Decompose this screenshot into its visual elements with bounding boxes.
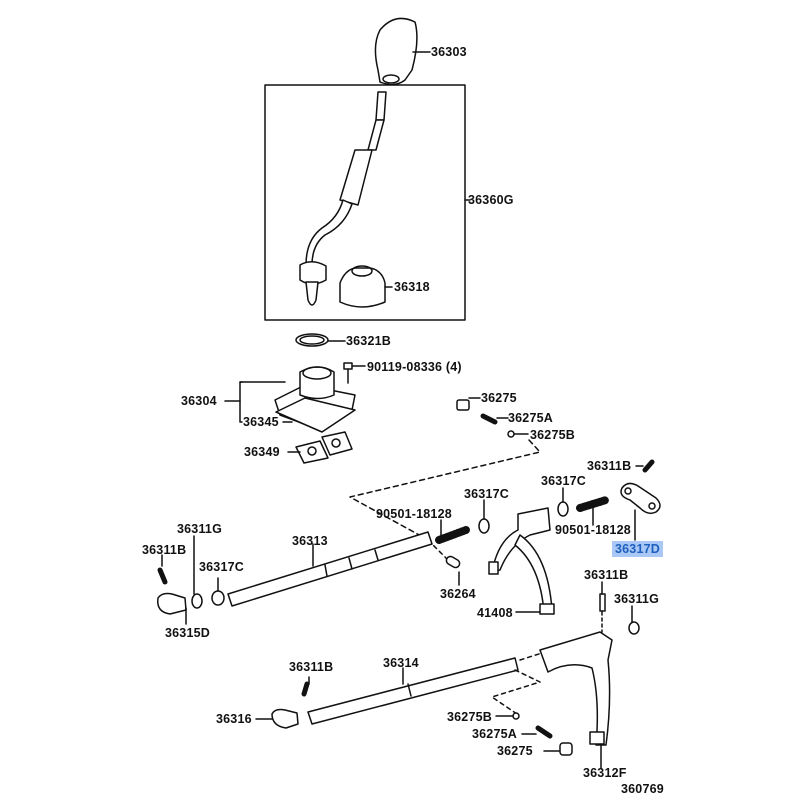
lever-springs[interactable] [295, 431, 353, 464]
pin-36311B-bottom[interactable] [301, 681, 310, 697]
label-36311B-left[interactable]: 36311B [142, 543, 187, 557]
label-36349[interactable]: 36349 [244, 445, 280, 459]
plug-36275-top[interactable] [456, 399, 470, 411]
bolt-90119[interactable] [343, 362, 353, 384]
label-36275-bottom[interactable]: 36275 [497, 744, 533, 758]
washer-36317C-right[interactable] [557, 501, 569, 517]
illustration-id: 360769 [621, 782, 664, 796]
dashed-guide-upper [349, 439, 541, 543]
snap-ring[interactable] [295, 333, 329, 347]
pin-36311B-left[interactable] [157, 567, 168, 585]
spring-90501-left[interactable] [435, 526, 470, 544]
label-36311B-right[interactable]: 36311B [584, 568, 629, 582]
bracket-36304 [239, 381, 243, 423]
label-36304[interactable]: 36304 [181, 394, 217, 408]
label-36318[interactable]: 36318 [394, 280, 430, 294]
label-41408[interactable]: 41408 [477, 606, 513, 620]
lever-seat-cap[interactable] [339, 265, 386, 308]
washer-36317C-left[interactable] [211, 590, 225, 606]
label-36315D[interactable]: 36315D [165, 626, 210, 640]
label-36275A-top[interactable]: 36275A [508, 411, 553, 425]
label-90119-08336[interactable]: 90119-08336 (4) [367, 360, 462, 374]
shift-shaft-36313[interactable] [227, 531, 433, 607]
shift-fork-41408[interactable] [488, 507, 555, 615]
washer-36311G-left[interactable] [191, 593, 203, 609]
label-36312F[interactable]: 36312F [583, 766, 627, 780]
assembly-box-36360G [264, 84, 466, 321]
label-36317D-highlighted[interactable]: 36317D [612, 541, 663, 557]
label-36313[interactable]: 36313 [292, 534, 328, 548]
shift-fork-36312F[interactable] [539, 631, 613, 746]
plug-36275-bottom[interactable] [559, 742, 573, 756]
label-36317C-right[interactable]: 36317C [541, 474, 586, 488]
dashed-guide-lower [519, 651, 546, 661]
label-36264[interactable]: 36264 [440, 587, 476, 601]
dashed-guide-ball [491, 669, 541, 715]
label-36317C-left[interactable]: 36317C [199, 560, 244, 574]
shift-inner-lever-36315D[interactable] [157, 592, 187, 615]
label-36275A-bottom[interactable]: 36275A [472, 727, 517, 741]
housing-gasket[interactable] [275, 397, 356, 433]
label-90501-18128-left[interactable]: 90501-18128 [376, 507, 452, 521]
label-36311B-bottom[interactable]: 36311B [289, 660, 334, 674]
label-36311B-topright[interactable]: 36311B [587, 459, 632, 473]
shift-shaft-36314[interactable] [307, 657, 519, 725]
spring-36275A-top[interactable] [480, 413, 498, 425]
ball-36275B-top[interactable] [507, 430, 515, 438]
pin-36311B-topright[interactable] [642, 459, 655, 473]
label-36275B-bottom[interactable]: 36275B [447, 710, 492, 724]
washer-36311G-right[interactable] [628, 621, 640, 635]
pin-36264[interactable] [445, 555, 461, 569]
label-36360G[interactable]: 36360G [468, 193, 514, 207]
shift-lever[interactable] [299, 91, 387, 306]
spring-90501-right[interactable] [576, 496, 610, 512]
shift-head-36317D[interactable] [620, 482, 661, 515]
label-36303[interactable]: 36303 [431, 45, 467, 59]
label-90501-18128-right[interactable]: 90501-18128 [555, 523, 631, 537]
label-36321B[interactable]: 36321B [346, 334, 391, 348]
spring-36275A-bottom[interactable] [535, 725, 553, 739]
label-36316[interactable]: 36316 [216, 712, 252, 726]
label-36275-top[interactable]: 36275 [481, 391, 517, 405]
ball-36275B-bottom[interactable] [512, 712, 520, 720]
shift-head-36316[interactable] [271, 708, 299, 729]
shift-knob[interactable] [374, 17, 418, 86]
pin-36311B-right[interactable] [599, 593, 606, 612]
label-36311G-left[interactable]: 36311G [177, 522, 222, 536]
washer-36317C-mid[interactable] [478, 518, 490, 534]
label-36311G-right[interactable]: 36311G [614, 592, 659, 606]
label-36314[interactable]: 36314 [383, 656, 419, 670]
label-36275B-top[interactable]: 36275B [530, 428, 575, 442]
label-36317C-mid[interactable]: 36317C [464, 487, 509, 501]
label-36345[interactable]: 36345 [243, 415, 279, 429]
